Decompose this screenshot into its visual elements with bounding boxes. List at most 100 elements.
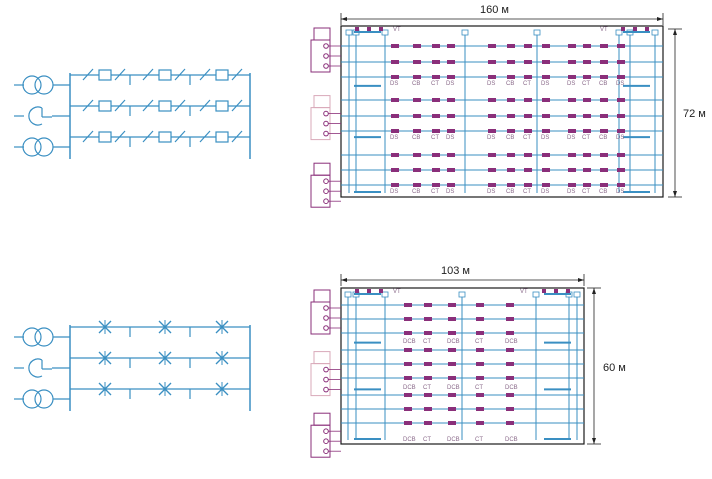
bay-equipment <box>391 60 399 64</box>
equipment-label: CT <box>523 81 531 87</box>
disconnector-symbol <box>142 130 154 143</box>
equipment-label: CT <box>475 437 483 443</box>
bay-equipment <box>447 114 455 118</box>
disconnector-symbol <box>231 130 243 143</box>
transformer-winding <box>22 389 42 409</box>
circuit-breaker-symbol <box>215 69 229 81</box>
gantry-top <box>615 29 623 36</box>
bay-equipment <box>424 331 432 335</box>
bay-equipment <box>600 98 608 102</box>
bay-equipment <box>506 362 514 366</box>
equipment-label: DCB <box>505 339 518 345</box>
disconnector-symbol <box>174 130 186 143</box>
equipment-label: CB <box>412 189 420 195</box>
bay-equipment <box>447 129 455 133</box>
bay-equipment <box>568 129 576 133</box>
bottom-width-label: 103 м <box>441 265 470 277</box>
bay-equipment <box>488 129 496 133</box>
disconnector-symbol <box>174 99 186 112</box>
equipment-label: CT <box>431 135 439 141</box>
equipment-label: CB <box>599 135 607 141</box>
bay-equipment <box>507 60 515 64</box>
vt-marker <box>355 289 359 293</box>
bay-equipment <box>391 153 399 157</box>
bay-equipment <box>447 44 455 48</box>
bushing <box>323 428 329 435</box>
equipment-label: CT <box>475 339 483 345</box>
top-site-boundary <box>340 25 664 198</box>
bay-equipment <box>391 75 399 79</box>
transformer-block <box>310 301 331 335</box>
vt-marker <box>367 289 371 293</box>
disconnector-symbol <box>199 99 211 112</box>
bay-equipment <box>506 303 514 307</box>
bay-equipment <box>448 303 456 307</box>
transformer-block <box>313 27 331 41</box>
bay-equipment <box>424 376 432 380</box>
bay-equipment <box>583 114 591 118</box>
equipment-label: DCB <box>505 437 518 443</box>
bay-equipment <box>583 183 591 187</box>
equipment-label: CT <box>423 385 431 391</box>
bay-equipment <box>391 98 399 102</box>
bay-equipment <box>432 98 440 102</box>
bay-equipment <box>568 153 576 157</box>
bay-equipment <box>524 75 532 79</box>
bay-equipment <box>476 376 484 380</box>
bay-equipment <box>413 153 421 157</box>
equipment-label: DS <box>446 189 454 195</box>
disconnector-symbol <box>231 99 243 112</box>
bay-equipment <box>524 60 532 64</box>
bay-equipment <box>524 98 532 102</box>
bay-equipment <box>600 114 608 118</box>
bay-equipment <box>600 183 608 187</box>
bay-equipment <box>507 129 515 133</box>
bay-equipment <box>506 421 514 425</box>
bay-equipment <box>448 317 456 321</box>
bay-equipment <box>568 75 576 79</box>
bay-equipment <box>617 168 625 172</box>
vt-label-left: VT <box>393 27 401 33</box>
bay-equipment <box>391 129 399 133</box>
equipment-label: DS <box>390 81 398 87</box>
equipment-label: DS <box>487 81 495 87</box>
transformer-winding <box>34 389 54 409</box>
bay-equipment <box>488 168 496 172</box>
bay-equipment <box>507 44 515 48</box>
bushing <box>323 178 329 184</box>
top-width-dimension: 160 м <box>340 4 664 25</box>
bay-equipment <box>583 44 591 48</box>
equipment-label: DS <box>567 135 575 141</box>
bay-equipment <box>424 348 432 352</box>
bay-equipment <box>448 393 456 397</box>
bay-equipment <box>424 421 432 425</box>
bay-equipment <box>524 168 532 172</box>
bay-equipment <box>404 303 412 307</box>
disconnector-symbol <box>199 130 211 143</box>
bay-equipment <box>542 60 550 64</box>
bay-equipment <box>424 407 432 411</box>
bay-equipment <box>583 60 591 64</box>
bay-equipment <box>413 75 421 79</box>
bay-equipment <box>447 168 455 172</box>
disconnector-symbol <box>82 130 94 143</box>
bay-equipment <box>488 75 496 79</box>
gantry-top <box>345 29 353 36</box>
gantry-top <box>381 291 389 298</box>
bay-equipment <box>448 348 456 352</box>
bottom-single-line-schematic <box>14 320 251 411</box>
bay-equipment <box>568 44 576 48</box>
bay-equipment <box>391 114 399 118</box>
bay-equipment <box>391 183 399 187</box>
bay-equipment <box>583 153 591 157</box>
equipment-label: CT <box>423 437 431 443</box>
bay-equipment <box>600 75 608 79</box>
bay-equipment <box>568 168 576 172</box>
vt-marker <box>645 27 649 31</box>
bay-equipment <box>524 44 532 48</box>
bay-equipment <box>583 168 591 172</box>
bay-equipment <box>404 421 412 425</box>
equipment-label: DS <box>567 81 575 87</box>
equipment-label: DS <box>541 81 549 87</box>
